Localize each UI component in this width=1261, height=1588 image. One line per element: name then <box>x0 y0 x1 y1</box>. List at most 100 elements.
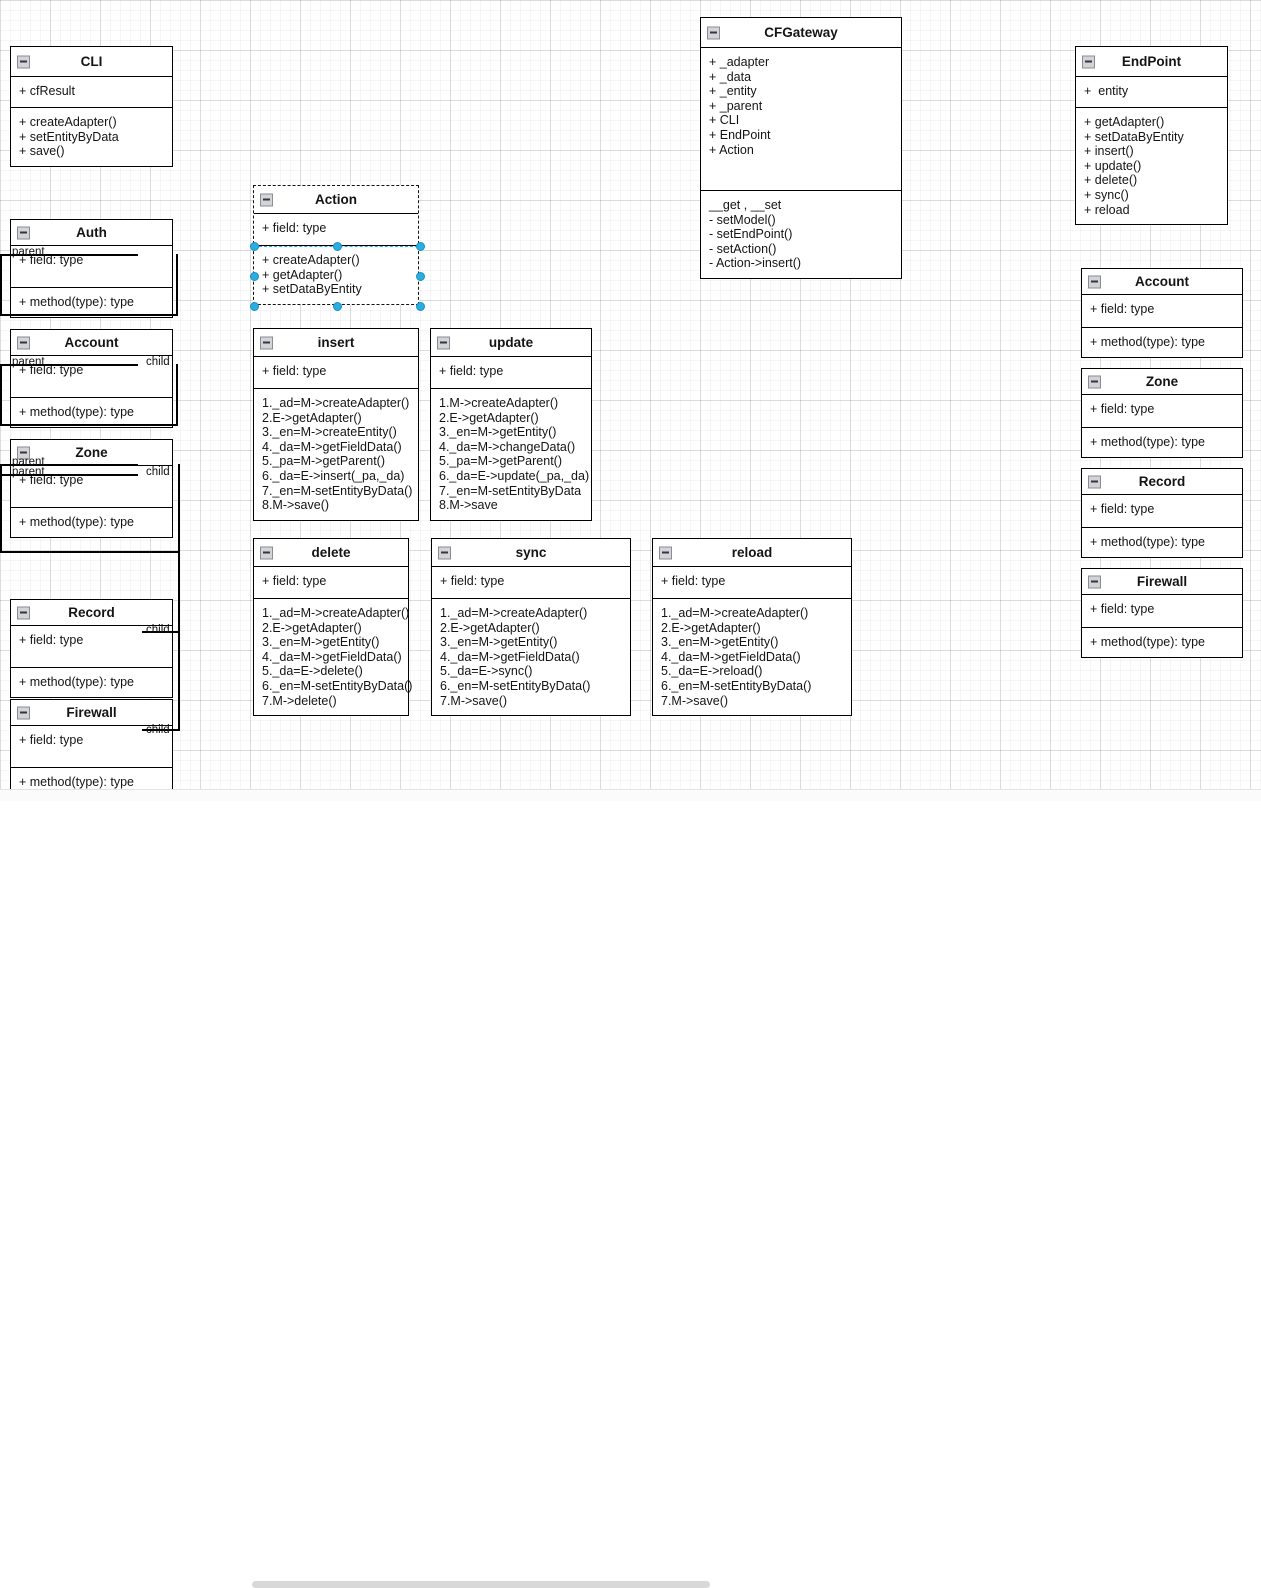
class-methods-compartment[interactable]: + method(type): type <box>1082 628 1242 657</box>
collapse-minus-icon[interactable] <box>17 226 30 239</box>
class-node-cli[interactable]: CLI+ cfResult+ createAdapter()+ setEntit… <box>10 46 173 167</box>
class-node-zone-left[interactable]: Zone+ field: type+ method(type): type <box>10 439 173 538</box>
selection-handle-mid-right[interactable] <box>415 241 425 251</box>
class-attributes-compartment[interactable]: + field: type <box>1082 495 1242 528</box>
class-methods-compartment[interactable]: 1._ad=M->createAdapter()2.E->getAdapter(… <box>254 389 418 520</box>
collapse-minus-icon[interactable] <box>438 546 451 559</box>
class-methods-compartment[interactable]: + method(type): type <box>11 398 172 427</box>
class-title-bar[interactable]: Account <box>1082 269 1242 295</box>
selection-handle-mid-left[interactable] <box>249 241 259 251</box>
collapse-minus-icon[interactable] <box>1082 55 1095 68</box>
collapse-minus-icon[interactable] <box>17 55 30 68</box>
class-title-bar[interactable]: CFGateway <box>701 18 901 48</box>
horizontal-scrollbar-thumb[interactable] <box>252 1581 710 1588</box>
collapse-minus-icon[interactable] <box>1088 375 1101 388</box>
class-methods-compartment[interactable]: + method(type): type <box>11 668 172 697</box>
collapse-minus-icon[interactable] <box>17 706 30 719</box>
class-title-bar[interactable]: insert <box>254 329 418 357</box>
class-methods-compartment[interactable]: 1._ad=M->createAdapter()2.E->getAdapter(… <box>653 599 851 715</box>
class-title-bar[interactable]: Record <box>11 600 172 626</box>
class-attributes-compartment[interactable]: + entity <box>1076 77 1227 108</box>
class-node-account-left[interactable]: Account+ field: type+ method(type): type <box>10 329 173 428</box>
class-methods-compartment[interactable]: 1._ad=M->createAdapter()2.E->getAdapter(… <box>432 599 630 715</box>
class-node-endpoint[interactable]: EndPoint+ entity+ getAdapter()+ setDataB… <box>1075 46 1228 226</box>
collapse-minus-icon[interactable] <box>17 336 30 349</box>
collapse-minus-icon[interactable] <box>437 336 450 349</box>
class-title-bar[interactable]: Firewall <box>1082 569 1242 595</box>
class-attributes-compartment[interactable]: + _adapter+ _data+ _entity+ _parent+ CLI… <box>701 48 901 191</box>
class-node-firewall-left[interactable]: Firewall+ field: type+ method(type): typ… <box>10 699 173 789</box>
class-attributes-compartment[interactable]: + field: type <box>11 626 172 668</box>
class-node-firewall-right[interactable]: Firewall+ field: type+ method(type): typ… <box>1081 568 1243 658</box>
class-methods-compartment[interactable]: 1.M->createAdapter()2.E->getAdapter()3._… <box>431 389 591 520</box>
class-methods-compartment[interactable]: + method(type): type <box>11 508 172 537</box>
class-methods-compartment[interactable]: + method(type): type <box>1082 328 1242 357</box>
class-title-bar[interactable]: reload <box>653 539 851 567</box>
class-title-bar[interactable]: Action <box>254 186 418 214</box>
class-title-bar[interactable]: Zone <box>1082 369 1242 395</box>
collapse-minus-icon[interactable] <box>707 26 720 39</box>
selection-handle-bottom-right[interactable] <box>415 301 425 311</box>
class-node-action[interactable]: Action+ field: type+ createAdapter()+ ge… <box>249 185 425 311</box>
collapse-minus-icon[interactable] <box>260 546 273 559</box>
class-node-zone-right[interactable]: Zone+ field: type+ method(type): type <box>1081 368 1243 458</box>
collapse-minus-icon[interactable] <box>1088 275 1101 288</box>
class-methods-compartment[interactable]: + method(type): type <box>11 288 172 317</box>
class-title-bar[interactable]: Account <box>11 330 172 356</box>
class-attributes-compartment[interactable]: + field: type <box>1082 595 1242 628</box>
horizontal-scrollbar-track[interactable] <box>0 789 1261 1588</box>
selection-handle-left[interactable] <box>249 271 259 281</box>
class-title-bar[interactable]: Firewall <box>11 700 172 726</box>
class-methods-compartment[interactable]: + createAdapter()+ getAdapter()+ setData… <box>254 246 418 304</box>
class-title-bar[interactable]: delete <box>254 539 408 567</box>
collapse-minus-icon[interactable] <box>1088 475 1101 488</box>
class-node-cfgateway[interactable]: CFGateway+ _adapter+ _data+ _entity+ _pa… <box>700 17 902 279</box>
class-methods-compartment[interactable]: 1._ad=M->createAdapter()2.E->getAdapter(… <box>254 599 412 715</box>
selection-handle-mid-center[interactable] <box>332 241 342 251</box>
class-node-record-left[interactable]: Record+ field: type+ method(type): type <box>10 599 173 698</box>
collapse-minus-icon[interactable] <box>260 193 273 206</box>
class-methods-compartment[interactable]: + createAdapter()+ setEntityByData+ save… <box>11 108 172 166</box>
class-title-bar[interactable]: CLI <box>11 47 172 77</box>
class-methods-compartment[interactable]: + method(type): type <box>11 768 172 789</box>
class-attributes-compartment[interactable]: + field: type <box>11 246 172 288</box>
class-title-bar[interactable]: EndPoint <box>1076 47 1227 77</box>
class-attributes-compartment[interactable]: + field: type <box>254 357 418 389</box>
collapse-minus-icon[interactable] <box>659 546 672 559</box>
class-methods-compartment[interactable]: + method(type): type <box>1082 528 1242 557</box>
class-title-bar[interactable]: Record <box>1082 469 1242 495</box>
class-attributes-compartment[interactable]: + field: type <box>11 356 172 398</box>
class-methods-compartment[interactable]: __get , __set- setModel()- setEndPoint()… <box>701 191 901 278</box>
class-methods-compartment[interactable]: + method(type): type <box>1082 428 1242 457</box>
collapse-minus-icon[interactable] <box>1088 575 1101 588</box>
class-attributes-compartment[interactable]: + field: type <box>254 567 408 599</box>
class-node-record-right[interactable]: Record+ field: type+ method(type): type <box>1081 468 1243 558</box>
selection-handle-bottom-left[interactable] <box>249 301 259 311</box>
class-attributes-compartment[interactable]: + field: type <box>653 567 851 599</box>
class-node-auth[interactable]: Auth+ field: type+ method(type): type <box>10 219 173 318</box>
class-attributes-compartment[interactable]: + field: type <box>1082 295 1242 328</box>
class-title-bar[interactable]: Auth <box>11 220 172 246</box>
class-attributes-compartment[interactable]: + cfResult <box>11 77 172 108</box>
class-title-bar[interactable]: update <box>431 329 591 357</box>
selection-handle-right[interactable] <box>415 271 425 281</box>
class-attributes-compartment[interactable]: + field: type <box>11 726 172 768</box>
class-attributes-compartment[interactable]: + field: type <box>1082 395 1242 428</box>
collapse-minus-icon[interactable] <box>17 606 30 619</box>
class-title-bar[interactable]: sync <box>432 539 630 567</box>
class-attributes-compartment[interactable]: + field: type <box>432 567 630 599</box>
selection-handle-bottom-center[interactable] <box>332 301 342 311</box>
collapse-minus-icon[interactable] <box>260 336 273 349</box>
collapse-minus-icon[interactable] <box>17 446 30 459</box>
class-methods-compartment[interactable]: + getAdapter()+ setDataByEntity+ insert(… <box>1076 108 1227 224</box>
class-attributes-compartment[interactable]: + field: type <box>431 357 591 389</box>
class-node-account-right[interactable]: Account+ field: type+ method(type): type <box>1081 268 1243 358</box>
class-attributes-compartment[interactable]: + field: type <box>11 466 172 508</box>
class-method: 2.E->getAdapter() <box>439 410 539 425</box>
